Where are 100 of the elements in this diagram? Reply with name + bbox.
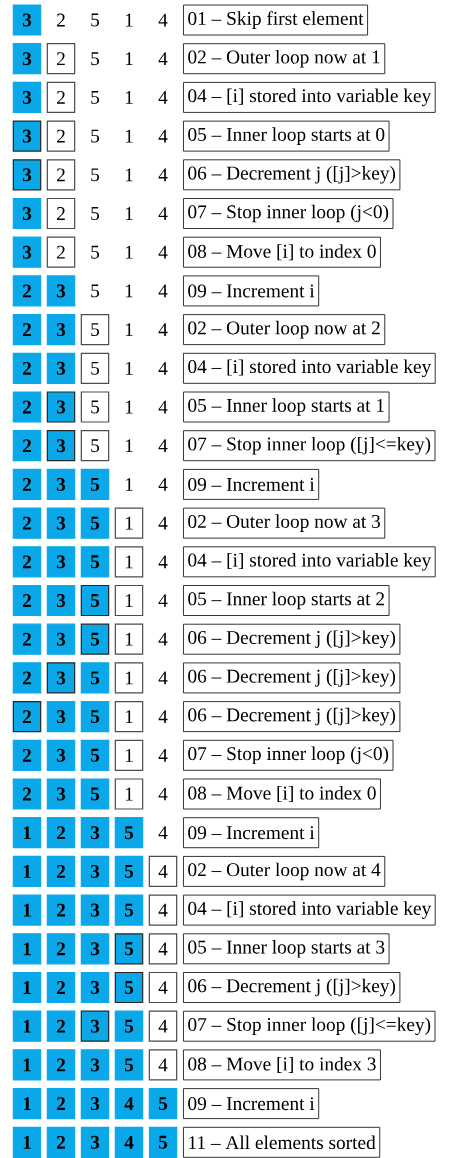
highlighted-cell: 3 [80, 1126, 110, 1158]
outlined-cell: 1 [114, 584, 144, 617]
step-box: 07 – Stop inner loop (j<0) [183, 739, 394, 771]
highlighted-cell: 3 [46, 546, 76, 578]
highlighted-cell: 2 [46, 1088, 76, 1120]
highlighted-cell: 3 [80, 894, 110, 926]
highlighted-cell: 2 [46, 1049, 76, 1081]
highlighted-cell: 3 [46, 314, 76, 346]
highlighted-cell: 4 [114, 1088, 144, 1120]
highlighted-cell: 2 [46, 1010, 76, 1042]
outlined-cell: 5 [80, 314, 110, 346]
outlined-cell: 1 [114, 546, 144, 578]
array-value: 4 [158, 13, 168, 27]
highlighted-cell: 2 [46, 855, 76, 887]
array-value: 4 [158, 168, 168, 182]
highlighted-cell: 3 [46, 430, 76, 462]
highlighted-cell: 2 [46, 933, 76, 965]
array-value: 4 [158, 710, 168, 723]
highlighted-cell: 5 [80, 739, 110, 771]
array-value: 5 [91, 52, 100, 66]
highlighted-cell: 5 [80, 584, 110, 617]
step-box: 08 – Move [i] to index 3 [183, 1049, 381, 1081]
step-box: 09 – Increment i [183, 817, 320, 849]
highlighted-cell: 5 [114, 1049, 144, 1081]
array-value: 5 [91, 168, 100, 182]
highlighted-cell: 5 [114, 971, 144, 1004]
highlighted-cell: 5 [80, 507, 110, 539]
highlighted-cell: 2 [12, 314, 42, 346]
step-box: 05 – Inner loop starts at 0 [183, 120, 390, 152]
outlined-cell: 2 [46, 236, 76, 268]
highlighted-cell: 5 [114, 933, 144, 965]
outlined-cell: 4 [148, 894, 178, 926]
array-value: 5 [91, 207, 100, 220]
step-box: 01 – Skip first element [183, 4, 369, 36]
array-value: 5 [91, 129, 100, 143]
highlighted-cell: 5 [114, 1010, 144, 1042]
step-box: 06 – Decrement j ([j]>key) [183, 623, 401, 655]
highlighted-cell: 5 [114, 855, 144, 887]
highlighted-cell: 5 [80, 662, 110, 694]
array-value: 4 [158, 245, 168, 259]
step-box: 02 – Outer loop now at 4 [183, 855, 386, 887]
highlighted-cell: 2 [46, 817, 76, 849]
outlined-cell: 1 [114, 662, 144, 694]
array-value: 1 [125, 284, 133, 298]
highlighted-cell: 4 [114, 1126, 144, 1158]
array-value: 4 [158, 671, 168, 685]
highlighted-cell: 2 [12, 391, 42, 423]
outlined-cell: 4 [148, 933, 178, 965]
outlined-cell: 1 [114, 739, 144, 771]
highlighted-cell: 2 [12, 352, 42, 384]
highlighted-cell: 2 [12, 507, 42, 539]
highlighted-cell: 3 [46, 662, 76, 694]
outlined-cell: 5 [80, 352, 110, 384]
array-value: 1 [125, 13, 133, 27]
highlighted-cell: 5 [114, 817, 144, 849]
array-value: 4 [158, 400, 168, 414]
array-value: 1 [125, 439, 133, 453]
highlighted-cell: 3 [46, 701, 76, 733]
array-value: 4 [158, 787, 168, 801]
highlighted-cell: 1 [12, 1088, 42, 1120]
highlighted-cell: 1 [12, 971, 42, 1004]
highlighted-cell: 1 [12, 1010, 42, 1042]
highlighted-cell: 2 [12, 430, 42, 462]
outlined-cell: 2 [46, 120, 76, 152]
highlighted-cell: 5 [80, 468, 110, 500]
highlighted-cell: 1 [12, 1126, 42, 1158]
array-value: 1 [125, 245, 133, 259]
highlighted-cell: 1 [12, 1049, 42, 1081]
step-box: 08 – Move [i] to index 0 [183, 236, 381, 268]
array-value: 4 [158, 361, 168, 375]
outlined-cell: 2 [46, 81, 76, 113]
step-box: 06 – Decrement j ([j]>key) [183, 159, 401, 191]
highlighted-cell: 2 [46, 894, 76, 926]
step-box: 06 – Decrement j ([j]>key) [183, 972, 401, 1003]
highlighted-cell: 2 [46, 1126, 76, 1158]
highlighted-cell: 5 [148, 1088, 178, 1120]
highlighted-cell: 5 [114, 894, 144, 926]
highlighted-cell: 5 [80, 701, 110, 733]
array-value: 4 [158, 91, 168, 104]
highlighted-cell: 3 [80, 817, 110, 849]
array-value: 4 [158, 129, 168, 143]
outlined-cell: 1 [114, 701, 144, 733]
outlined-cell: 1 [114, 507, 144, 539]
highlighted-cell: 3 [46, 623, 76, 655]
step-box: 04 – [i] stored into variable key [183, 352, 436, 384]
highlighted-cell: 3 [46, 275, 76, 307]
array-value: 1 [125, 168, 133, 182]
highlighted-cell: 3 [80, 933, 110, 965]
outlined-cell: 1 [114, 623, 144, 655]
highlighted-cell: 3 [80, 1010, 110, 1042]
highlighted-cell: 2 [46, 971, 76, 1004]
highlighted-cell: 3 [12, 4, 42, 36]
array-value: 1 [125, 478, 133, 491]
highlighted-cell: 3 [46, 584, 76, 617]
array-value: 1 [125, 361, 133, 375]
highlighted-cell: 3 [46, 391, 76, 423]
highlighted-cell: 3 [80, 1049, 110, 1081]
highlighted-cell: 3 [46, 739, 76, 771]
highlighted-cell: 2 [12, 584, 42, 617]
step-box: 04 – [i] stored into variable key [183, 81, 436, 113]
